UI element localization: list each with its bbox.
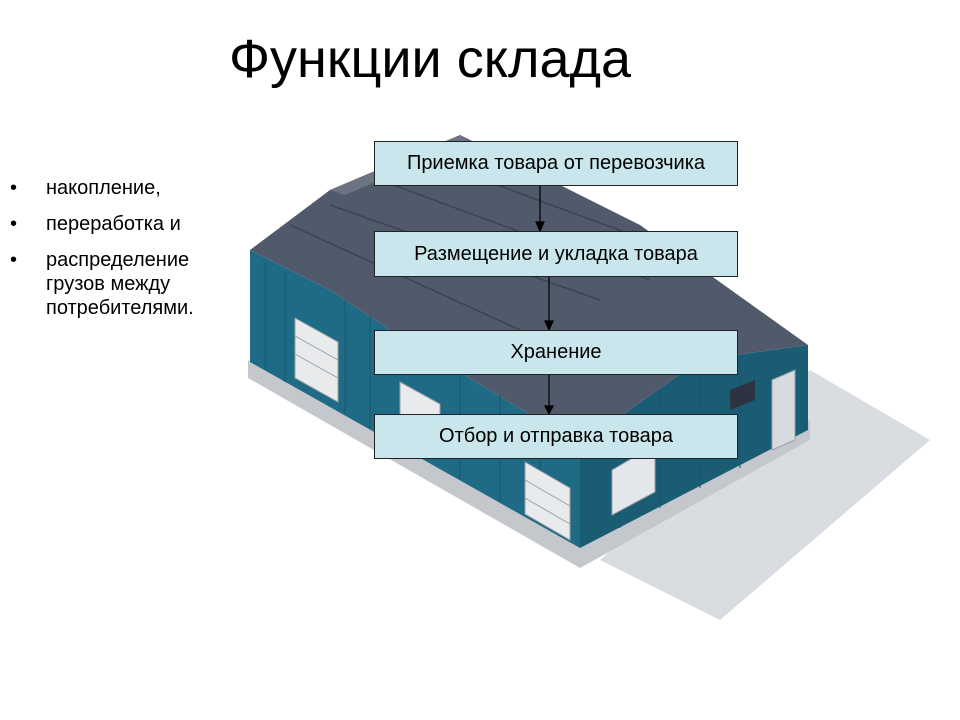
list-item-text: накопление, <box>46 177 161 199</box>
flow-arrowhead-2 <box>544 320 554 332</box>
list-item: • накопление, <box>8 176 248 200</box>
bullet-icon: • <box>10 249 18 271</box>
flow-arrowhead-3 <box>544 405 554 416</box>
flow-step-storage: Хранение <box>374 330 738 375</box>
page-title: Функции склада <box>228 29 632 89</box>
bullet-icon: • <box>10 177 18 199</box>
list-item: • распределение грузов между потребителям… <box>8 248 248 320</box>
flow-step-receiving: Приемка товара от перевозчика <box>374 141 738 186</box>
garage-door-1 <box>294 317 339 403</box>
list-item: • переработка и <box>8 212 248 236</box>
list-item-text: распределение грузов между потребителями… <box>46 249 194 319</box>
function-list: • накопление, • переработка и • распределен… <box>8 176 248 332</box>
building-shadow <box>600 370 930 620</box>
end-wall-door <box>771 369 796 451</box>
list-item-text: переработка и <box>46 213 181 235</box>
garage-door-3 <box>524 461 571 541</box>
end-wall-vent <box>730 380 755 410</box>
bullet-icon: • <box>10 213 18 235</box>
flow-step-placement: Размещение и укладка товара <box>374 231 738 277</box>
building-plinth <box>248 360 810 568</box>
flow-arrowhead-1 <box>535 221 545 233</box>
flow-step-picking-shipping: Отбор и отправка товара <box>374 414 738 459</box>
